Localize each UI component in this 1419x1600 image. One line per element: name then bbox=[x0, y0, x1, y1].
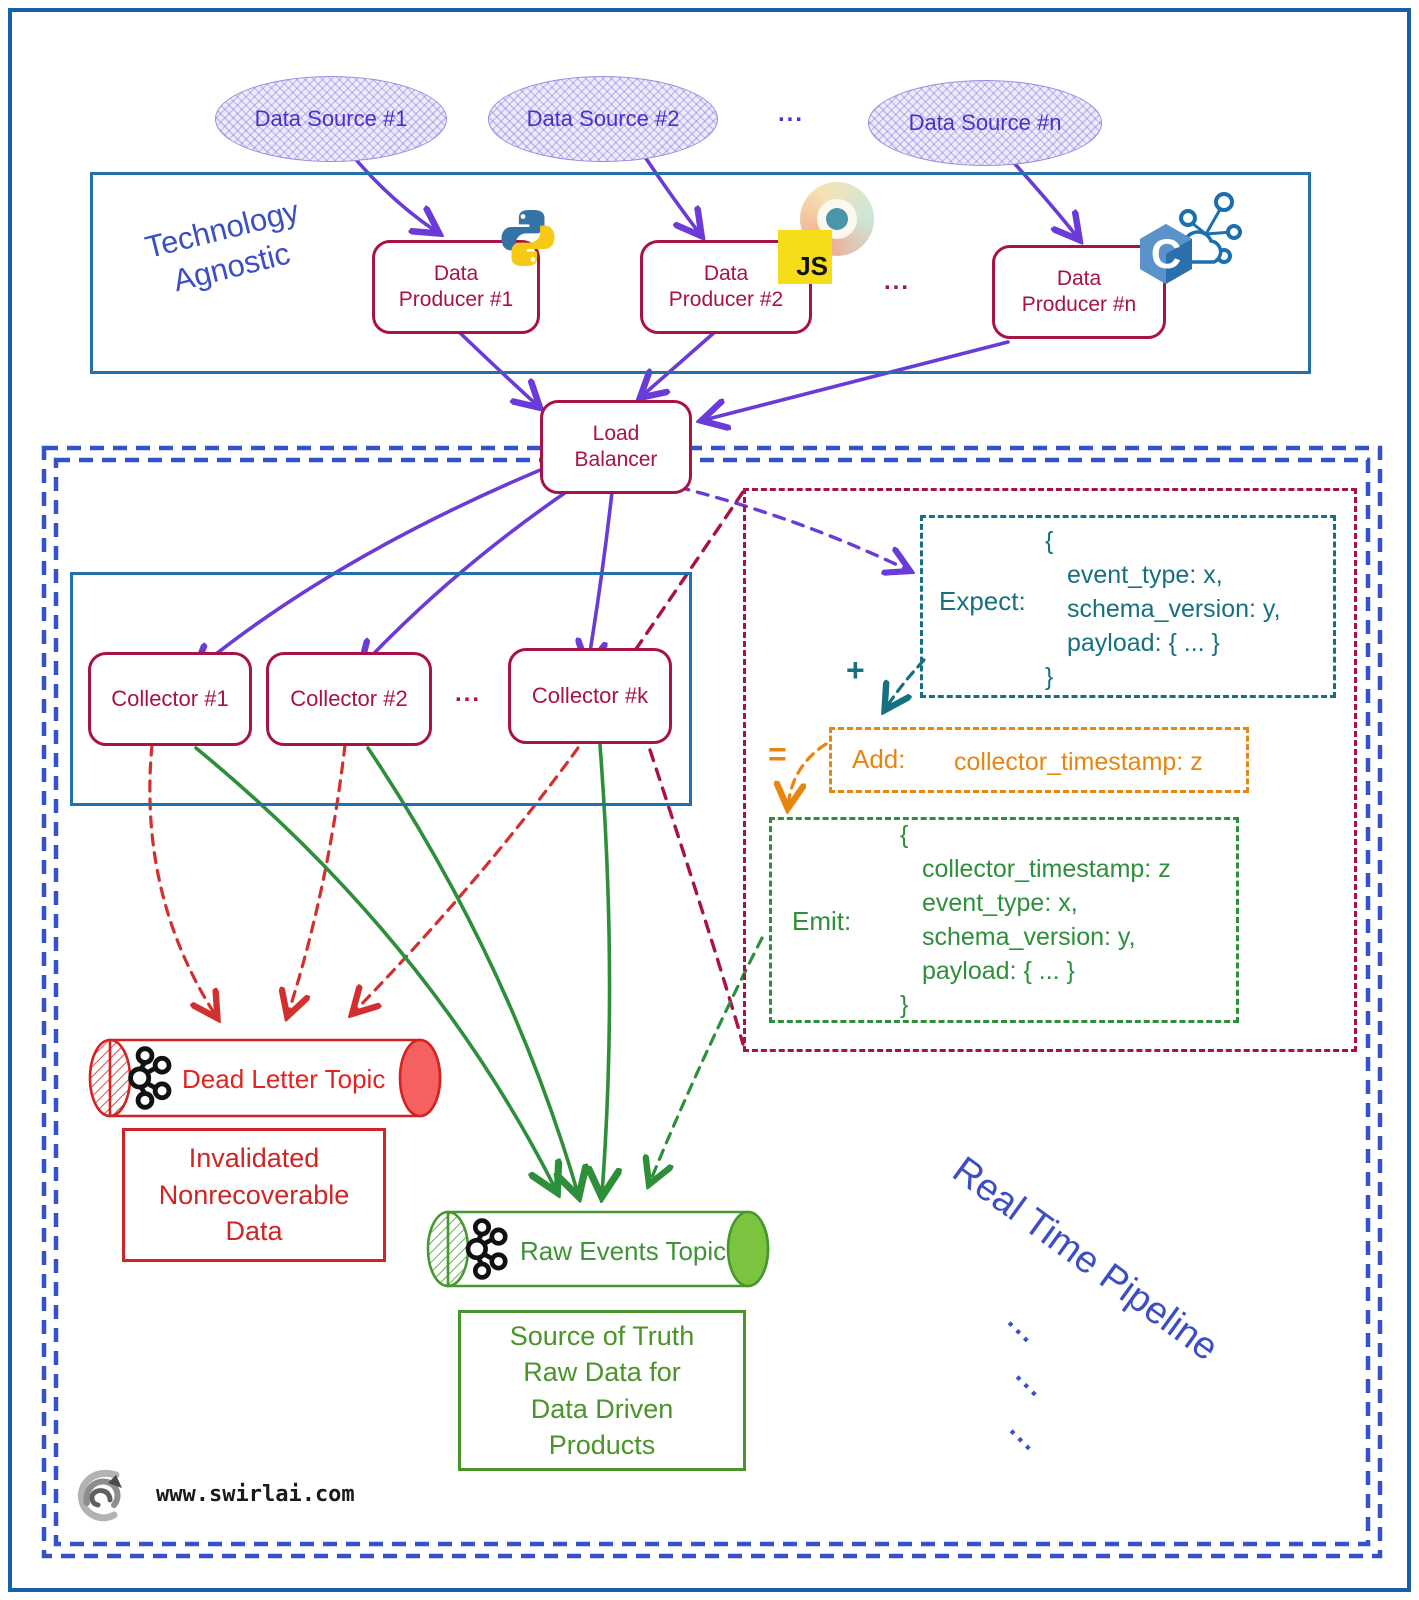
technology-agnostic-box bbox=[90, 172, 1311, 374]
collector-1-label: Collector #1 bbox=[111, 686, 229, 712]
emit-json-line: } bbox=[900, 991, 909, 1019]
arrow-add-emit bbox=[788, 742, 828, 806]
collectors-box bbox=[70, 572, 692, 806]
data-sources-ellipsis: ... bbox=[778, 100, 805, 127]
raw-events-topic-label: Raw Events Topic bbox=[520, 1236, 727, 1266]
equals-operator: = bbox=[768, 736, 787, 772]
producer-2-line1: Data bbox=[703, 261, 749, 285]
arrow-ck-deadletter bbox=[354, 746, 580, 1012]
invalid-box-line2: Nonrecoverable bbox=[158, 1179, 350, 1210]
arrow-pn-lb bbox=[704, 340, 1010, 420]
producer-2-line2: Producer #2 bbox=[668, 288, 784, 311]
data-source-1: Data Source #1 bbox=[215, 76, 447, 162]
arrow-emit-rawevents-dashed bbox=[650, 936, 764, 1182]
kafka-icon-dead-letter bbox=[128, 1046, 172, 1110]
invalid-box-line3: Data bbox=[225, 1216, 283, 1247]
dead-letter-arrows bbox=[148, 743, 580, 1016]
producer-n-line1: Data bbox=[1056, 266, 1102, 290]
page-border bbox=[8, 8, 1411, 1592]
expect-box: Expect: { event_type: x, schema_version:… bbox=[920, 515, 1336, 698]
arrow-dsn-producern bbox=[1012, 161, 1078, 238]
arrow-c1-deadletter bbox=[148, 743, 216, 1016]
truth-box-line3: Data Driven bbox=[530, 1393, 674, 1424]
arrow-c2-rawevents bbox=[366, 746, 578, 1194]
producer-n-line2: Producer #n bbox=[1021, 293, 1137, 316]
javascript-icon-label: JS bbox=[796, 251, 828, 281]
expect-json-line: event_type: x, bbox=[1067, 561, 1223, 589]
collectors-ellipsis: ... bbox=[455, 680, 482, 707]
leader-box-to-collectork bbox=[632, 490, 745, 654]
javascript-icon: JS bbox=[778, 230, 832, 284]
swirlai-logo bbox=[77, 1469, 122, 1522]
emit-json-line: { bbox=[900, 821, 909, 849]
collector-2-label: Collector #2 bbox=[290, 686, 408, 712]
expect-json-line: { bbox=[1045, 527, 1054, 555]
truth-box-line1: Source of Truth bbox=[509, 1320, 695, 1351]
pipeline-dashed-border bbox=[41, 445, 1383, 1559]
data-source-n: Data Source #n bbox=[868, 80, 1102, 166]
arrow-lb-collector1 bbox=[196, 466, 547, 670]
raw-events-topic-cylinder bbox=[426, 1210, 770, 1288]
c-icon-letter: C bbox=[1151, 230, 1181, 277]
truth-box-line4: Products bbox=[548, 1429, 656, 1460]
plus-operator: + bbox=[846, 652, 865, 688]
emit-label: Emit: bbox=[792, 906, 852, 936]
callout-leader-lines bbox=[632, 490, 745, 1046]
arrow-ds2-producer2 bbox=[643, 155, 700, 234]
load-balancer-line1: Load bbox=[592, 421, 640, 445]
expect-json-line: payload: { ... } bbox=[1067, 629, 1220, 657]
arrow-c2-deadletter bbox=[288, 743, 347, 1014]
purple-arrows bbox=[196, 153, 1078, 670]
producers-ellipsis: ... bbox=[884, 268, 911, 295]
c-language-cloud-icon: C bbox=[1140, 192, 1242, 284]
producer-1-line2: Producer #1 bbox=[398, 288, 514, 311]
producer-1-line1: Data bbox=[433, 261, 479, 285]
source-of-truth-box: Source of Truth Raw Data for Data Driven… bbox=[458, 1310, 746, 1471]
truth-box-line2: Raw Data for bbox=[523, 1357, 681, 1388]
data-producer-n: Data Producer #n bbox=[992, 245, 1166, 339]
arrow-lb-collectork bbox=[588, 490, 614, 664]
expect-json-line: } bbox=[1045, 663, 1054, 691]
emit-json-line: schema_version: y, bbox=[922, 923, 1136, 951]
python-icon bbox=[501, 210, 555, 266]
emit-json-line: collector_timestamp: z bbox=[922, 855, 1171, 883]
expect-json-line: schema_version: y, bbox=[1067, 595, 1281, 623]
leader-collectork-to-box bbox=[648, 748, 745, 1046]
collector-2: Collector #2 bbox=[266, 652, 432, 746]
raw-events-arrows bbox=[194, 743, 610, 1194]
collector-logic-callout-box bbox=[743, 488, 1357, 1052]
arrow-c1-rawevents bbox=[194, 746, 556, 1190]
load-balancer-line2: Balancer bbox=[574, 448, 658, 471]
emit-json: { collector_timestamp: z event_type: x, … bbox=[900, 818, 1171, 1022]
collector-k-label: Collector #k bbox=[531, 683, 649, 709]
kafka-icon-raw-events bbox=[465, 1218, 508, 1280]
site-url: www.swirlai.com bbox=[156, 1482, 355, 1507]
emit-json-line: event_type: x, bbox=[922, 889, 1078, 917]
arrow-ds1-producer1 bbox=[350, 153, 437, 232]
invalid-box-line1: Invalidated bbox=[188, 1143, 320, 1174]
invalid-data-box: Invalidated Nonrecoverable Data bbox=[122, 1128, 386, 1262]
data-source-1-label: Data Source #1 bbox=[254, 106, 408, 131]
expect-json: { event_type: x, schema_version: y, payl… bbox=[1045, 524, 1281, 694]
load-balancer: Load Balancer bbox=[540, 400, 692, 494]
emit-box: Emit: { collector_timestamp: z event_typ… bbox=[769, 817, 1239, 1023]
arrow-p2-lb bbox=[642, 329, 718, 396]
expect-label: Expect: bbox=[939, 586, 1026, 616]
emit-json-line: payload: { ... } bbox=[922, 957, 1075, 985]
add-label: Add: bbox=[852, 744, 906, 774]
collector-1: Collector #1 bbox=[88, 652, 252, 746]
data-source-n-label: Data Source #n bbox=[908, 110, 1062, 135]
data-source-2-label: Data Source #2 bbox=[526, 106, 680, 131]
dead-letter-topic-label: Dead Letter Topic bbox=[182, 1064, 386, 1094]
collector-k: Collector #k bbox=[508, 648, 672, 744]
arrow-ck-rawevents bbox=[600, 743, 610, 1194]
arrow-lb-expect-dashed bbox=[676, 485, 908, 570]
data-source-2: Data Source #2 bbox=[488, 76, 718, 162]
add-box: Add: collector_timestamp: z bbox=[829, 727, 1249, 793]
add-value: collector_timestamp: z bbox=[954, 748, 1203, 776]
